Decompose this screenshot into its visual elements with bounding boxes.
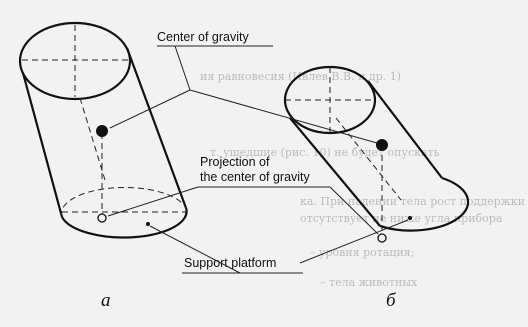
pointer-line bbox=[174, 45, 191, 91]
cylinder-b-projection-point bbox=[377, 233, 387, 243]
cylinder-a bbox=[18, 21, 188, 239]
pointer-line bbox=[107, 186, 199, 217]
label-projection-line-2: the center of gravity bbox=[200, 170, 311, 184]
background-text-line: – уровня ротация; bbox=[310, 246, 414, 259]
cylinder-b-support-point bbox=[408, 216, 412, 220]
cylinder-b bbox=[283, 65, 470, 243]
sublabel-a: а bbox=[101, 290, 111, 311]
label-support-platform: Support platform bbox=[184, 256, 276, 270]
cylinder-a-center-of-gravity-dot bbox=[96, 125, 108, 137]
cylinder-a-support-point bbox=[146, 222, 150, 226]
cylinder-b-bottom-front bbox=[379, 176, 470, 232]
cylinder-b-left-side bbox=[289, 117, 381, 227]
pointer-line bbox=[149, 225, 241, 274]
cylinder-b-right-side bbox=[367, 80, 443, 179]
pointer-line bbox=[189, 89, 378, 144]
cylinder-a-axis bbox=[79, 97, 106, 181]
labels: Center of gravity Projection of the cent… bbox=[101, 30, 409, 311]
cylinder-a-top-face bbox=[18, 21, 132, 101]
pointer-line bbox=[329, 186, 379, 235]
label-projection-line-1: Projection of bbox=[200, 155, 270, 169]
cylinder-a-bottom-front bbox=[61, 207, 188, 239]
cylinder-a-right-side bbox=[125, 47, 188, 209]
pointer-line bbox=[109, 89, 191, 129]
pointer-line bbox=[299, 219, 409, 264]
cylinder-b-axis bbox=[335, 117, 402, 201]
cylinder-b-center-of-gravity-dot bbox=[376, 139, 388, 151]
sublabel-b: б bbox=[386, 290, 397, 311]
background-text-line: – тела животных bbox=[320, 276, 418, 289]
label-center-of-gravity: Center of gravity bbox=[157, 30, 249, 44]
background-text-line: ка. При падении тела рост поддержки bbox=[300, 195, 525, 208]
cylinder-a-left-side bbox=[21, 72, 64, 218]
background-text-line: ия равновесия (Ивлев В.В. и др. 1) bbox=[200, 70, 401, 83]
cylinder-a-bottom-back bbox=[60, 187, 187, 218]
cylinder-a-projection-point bbox=[97, 213, 107, 223]
